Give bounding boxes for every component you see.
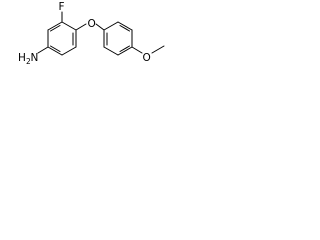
ring-b-bond-5 xyxy=(103,46,119,56)
amine-label-subscript: 2 xyxy=(26,57,31,66)
ring-a-bond-6 xyxy=(47,21,63,31)
methoxy-bond-ring xyxy=(131,46,143,54)
amine-bond xyxy=(37,46,49,54)
chemical-structure-diagram: F O H 2 N O xyxy=(18,1,165,66)
fluorine-label: F xyxy=(59,1,65,13)
methoxy-bond-methyl xyxy=(151,45,165,54)
ether-bond-right xyxy=(95,23,105,31)
ring-a-bond-3 xyxy=(61,46,77,56)
ring-a-double-bond-3 xyxy=(50,25,61,32)
fluoroaniline-ring xyxy=(47,21,77,56)
amine-label-h: H xyxy=(18,52,26,64)
ring-b-bond-4 xyxy=(117,46,133,56)
ring-b-bond-1 xyxy=(103,21,119,31)
ring-a-bond-4 xyxy=(47,46,63,56)
ether-bond-left xyxy=(75,23,87,31)
methoxy-oxygen-label: O xyxy=(143,52,151,64)
ring-b-bond-2 xyxy=(117,21,133,31)
ring-b-double-bond-2 xyxy=(119,25,130,32)
ring-b-double-bond-3 xyxy=(119,45,130,52)
amine-label-n: N xyxy=(31,52,39,64)
ether-oxygen-label: O xyxy=(88,18,96,30)
ring-a-double-bond-2 xyxy=(50,45,61,52)
methoxyphenyl-ring xyxy=(103,21,133,56)
ring-a-bond-1 xyxy=(61,21,77,31)
